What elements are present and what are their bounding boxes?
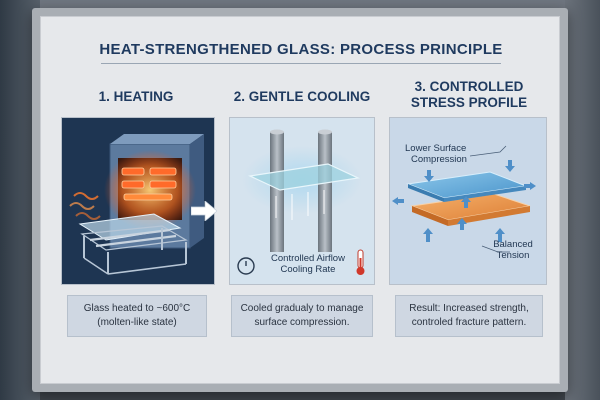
gauge-icon	[237, 257, 255, 275]
title-divider	[101, 63, 501, 64]
caption-cooling-line1: Cooled gradualy to manage	[240, 303, 364, 314]
cooling-illustration	[237, 129, 365, 275]
background-right	[565, 0, 600, 400]
label-tension-line1: Balanced	[493, 239, 533, 250]
label-tension: Balanced Tension	[485, 239, 541, 261]
panel-cooling	[229, 117, 375, 285]
pillar-icon	[270, 132, 284, 252]
poster-title: HEAT-STRENGTHENED GLASS: PROCESS PRINCIP…	[99, 41, 503, 58]
caption-heating-line1: Glass heated to ~600°C	[83, 303, 191, 314]
caption-stress-line2: controled fracture pattern.	[411, 317, 527, 328]
caption-heating: Glass heated to ~600°C (molten-like stat…	[67, 295, 207, 337]
caption-cooling-line2: surface compression.	[254, 317, 350, 328]
poster: HEAT-STRENGTHENED GLASS: PROCESS PRINCIP…	[40, 16, 560, 384]
stress-illustration	[392, 145, 536, 253]
stress-arrow-icon	[392, 160, 536, 242]
furnace-icon	[69, 134, 204, 275]
label-compression: Lower Surface Compression	[405, 143, 493, 165]
heading-cooling: 2. GENTLE COOLING	[233, 89, 371, 104]
cooling-label-line2: Cooling Rate	[280, 264, 336, 275]
cooling-label-line1: Controlled Airflow	[271, 253, 345, 264]
panel-heating	[61, 117, 215, 285]
heading-stress-line2: STRESS PROFILE	[410, 95, 528, 110]
label-tension-line2: Tension	[496, 250, 530, 261]
label-compression-line2: Compression	[411, 154, 467, 165]
caption-heating-line2: (molten-like state)	[97, 317, 177, 328]
glass-sheet-icon	[247, 163, 361, 191]
pillar-icon-2	[318, 132, 332, 252]
arrow-right-icon	[191, 201, 217, 221]
panel-stress	[389, 117, 547, 285]
label-compression-line1: Lower Surface	[405, 143, 467, 154]
heading-stress: 3. CONTROLLED STRESS PROFILE	[389, 79, 549, 111]
heading-stress-line1: 3. CONTROLLED	[414, 79, 524, 94]
cooling-label: Controlled Airflow Cooling Rate	[263, 253, 353, 275]
heading-heating: 1. HEATING	[98, 89, 174, 104]
caption-stress-line1: Result: Increased strength,	[409, 303, 529, 314]
caption-stress: Result: Increased strength, controled fr…	[395, 295, 543, 337]
caption-cooling: Cooled gradualy to manage surface compre…	[231, 295, 373, 337]
